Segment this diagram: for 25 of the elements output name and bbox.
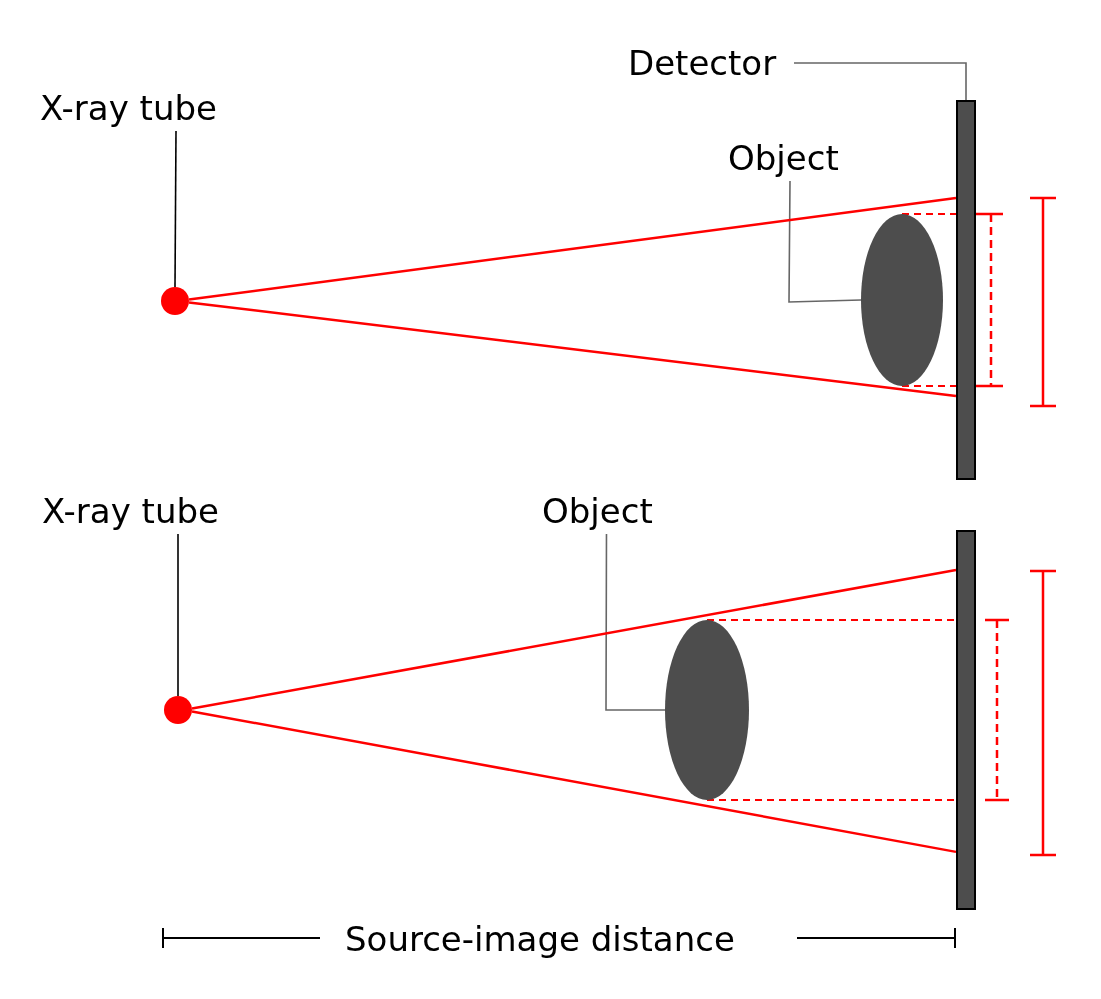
projection-line bbox=[901, 385, 957, 387]
leader-line bbox=[605, 533, 666, 711]
part-label: Detector bbox=[628, 40, 777, 86]
leader-line bbox=[788, 180, 862, 303]
projection-line bbox=[901, 213, 957, 215]
detector-plate bbox=[956, 530, 976, 910]
projection-line bbox=[706, 619, 957, 621]
x-ray-source-dot bbox=[164, 696, 192, 724]
leader-line bbox=[177, 533, 179, 697]
part-label: X-ray tube bbox=[40, 85, 217, 131]
part-label: X-ray tube bbox=[42, 488, 219, 534]
object-ellipse bbox=[861, 214, 943, 386]
x-ray-beam bbox=[188, 196, 957, 301]
part-label: Object bbox=[728, 135, 839, 181]
projection-line bbox=[706, 799, 957, 801]
leader-line bbox=[174, 130, 177, 288]
leader-line bbox=[793, 62, 967, 101]
x-ray-beam bbox=[191, 568, 957, 710]
object-ellipse bbox=[665, 620, 749, 800]
dimension-label: Source-image distance bbox=[345, 918, 735, 961]
part-label: Object bbox=[542, 488, 653, 534]
detector-plate bbox=[956, 100, 976, 480]
x-ray-beam bbox=[191, 710, 957, 854]
x-ray-beam bbox=[188, 301, 957, 398]
x-ray-source-dot bbox=[161, 287, 189, 315]
